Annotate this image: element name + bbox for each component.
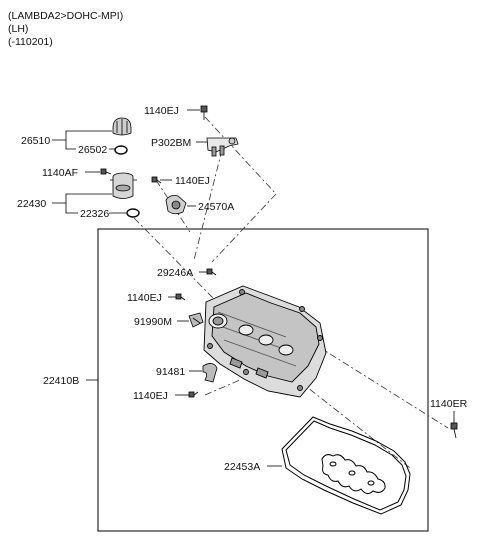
label-1140ej-low: 1140EJ bbox=[133, 390, 168, 402]
bolt-1140ej-mid-icon bbox=[151, 176, 162, 184]
cover-gasket-icon bbox=[281, 416, 411, 515]
oil-filler-tube-icon bbox=[110, 172, 137, 199]
label-22326: 22326 bbox=[80, 208, 109, 220]
engine-label: (LAMBDA2>DOHC-MPI) bbox=[8, 10, 124, 22]
cap-gasket-ring-icon bbox=[114, 145, 128, 155]
label-91990m: 91990M bbox=[134, 316, 172, 328]
bracket-91481-icon bbox=[202, 363, 218, 383]
label-1140ej-top: 1140EJ bbox=[144, 105, 179, 117]
label-29246a: 29246A bbox=[157, 267, 193, 279]
date-range-label: (-110201) bbox=[8, 36, 53, 48]
oil-filler-cap-icon bbox=[112, 117, 132, 136]
label-22453a: 22453A bbox=[224, 461, 260, 473]
breather-fitting-icon bbox=[206, 137, 239, 157]
tube-o-ring-icon bbox=[126, 208, 140, 218]
label-1140ej-left: 1140EJ bbox=[127, 292, 162, 304]
bolt-1140ej-low-icon bbox=[188, 391, 199, 398]
label-26510: 26510 bbox=[21, 135, 50, 147]
sensor-cover-icon bbox=[165, 195, 187, 215]
cylinder-head-cover-icon bbox=[203, 285, 327, 398]
harness-clip-icon bbox=[188, 312, 204, 328]
leader-lines bbox=[52, 109, 455, 467]
label-p302bm: P302BM bbox=[151, 137, 191, 149]
label-1140ej-mid: 1140EJ bbox=[175, 175, 210, 187]
side-label: (LH) bbox=[8, 23, 29, 35]
label-22430: 22430 bbox=[17, 198, 46, 210]
label-22410b: 22410B bbox=[43, 375, 79, 387]
label-24570a: 24570A bbox=[198, 201, 234, 213]
bolt-1140er-icon bbox=[450, 422, 458, 439]
label-26502: 26502 bbox=[78, 144, 107, 156]
bolt-1140af-icon bbox=[100, 168, 112, 175]
alignment-lines bbox=[133, 116, 449, 469]
label-91481: 91481 bbox=[156, 366, 185, 378]
label-1140er: 1140ER bbox=[430, 398, 468, 410]
bolt-29246a-icon bbox=[206, 268, 217, 276]
bolt-1140ej-top-icon bbox=[200, 105, 208, 120]
bolt-1140ej-left-icon bbox=[175, 293, 186, 301]
label-1140af: 1140AF bbox=[42, 167, 78, 179]
